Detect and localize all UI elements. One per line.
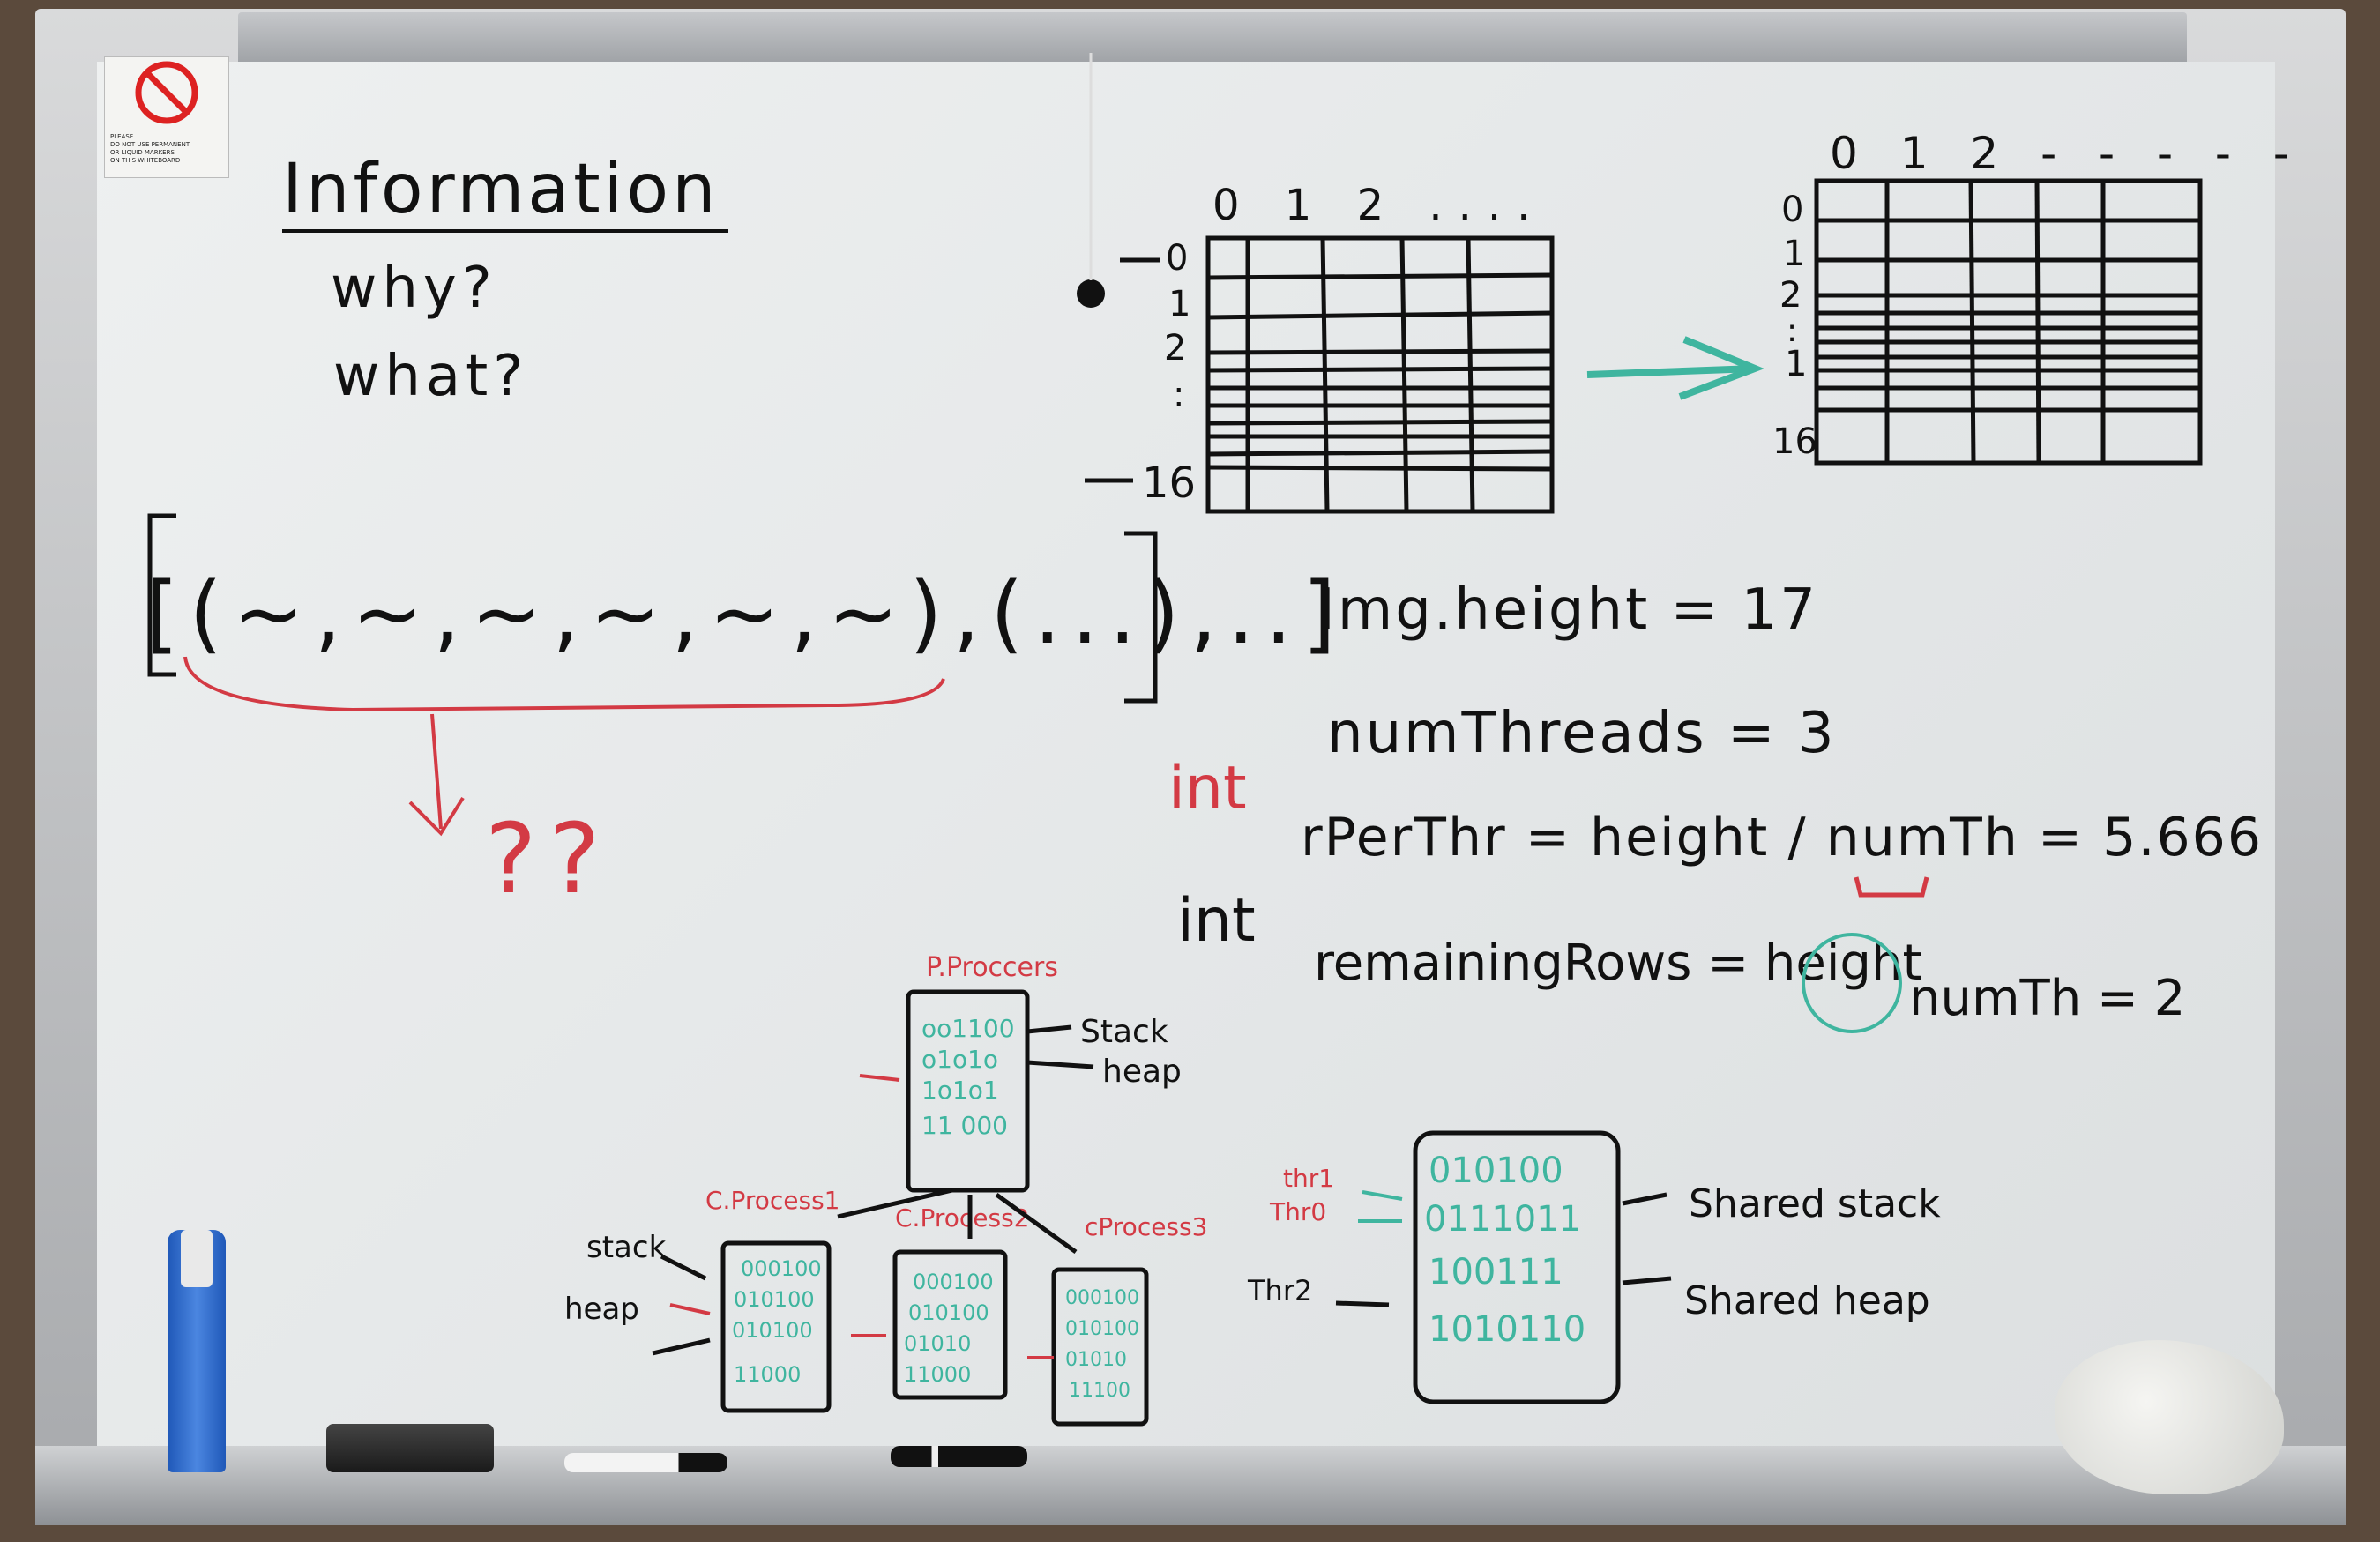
child-heap-label: heap xyxy=(564,1292,639,1327)
eq-img-height: Img.height = 17 xyxy=(1318,577,1818,643)
no-pen-icon xyxy=(135,61,198,124)
tuple-array-row: [(~,~,~,~,~,~),(...),..] xyxy=(145,564,1347,663)
teal-arrow xyxy=(1586,336,1764,400)
child-3-label: cProcess3 xyxy=(1085,1212,1208,1241)
shared-stack-label: Shared stack xyxy=(1689,1181,1941,1226)
right-grid-row-2: 2 xyxy=(1779,275,1802,316)
modulo-circle xyxy=(1802,933,1902,1033)
thread-thr2-label: Thr2 xyxy=(1248,1274,1313,1307)
thread-bits-2: 100111 xyxy=(1429,1252,1563,1292)
thread-bits-3: 1010110 xyxy=(1429,1309,1586,1350)
left-grid-row-0: 0 xyxy=(1166,238,1189,279)
child-1-bits-2: 010100 xyxy=(732,1318,813,1343)
child-2-bits-1: 010100 xyxy=(908,1300,989,1325)
eq-rperthr: rPerThr = height / numTh = 5.666 xyxy=(1301,807,2264,868)
child-1-label: C.Process1 xyxy=(705,1186,840,1215)
title-information: Information xyxy=(282,150,728,233)
child-1-bits-1: 010100 xyxy=(734,1287,815,1312)
magnet-icon xyxy=(1077,279,1105,308)
left-grid-row-1: 1 xyxy=(1168,284,1191,324)
sticker-line-2: DO NOT USE PERMANENT xyxy=(110,141,190,148)
parent-bits-2: 1o1o1 xyxy=(921,1076,999,1105)
cloth-rag xyxy=(2055,1340,2284,1494)
tuple-brackets xyxy=(147,513,1158,704)
question-why: why? xyxy=(331,256,497,321)
red-arrows xyxy=(669,1074,1054,1359)
spray-nozzle xyxy=(181,1230,213,1287)
red-underline xyxy=(1854,876,1929,898)
eraser xyxy=(326,1424,494,1472)
question-what: what? xyxy=(333,344,529,409)
teal-thread-arrows xyxy=(1358,1190,1403,1223)
sticker-text: PLEASE DO NOT USE PERMANENT OR LIQUID MA… xyxy=(105,131,228,167)
child-3-bits-1: 010100 xyxy=(1065,1318,1139,1340)
sticker-line-3: OR LIQUID MARKERS xyxy=(110,149,175,156)
child-2-label: C.Process2 xyxy=(895,1203,1030,1233)
left-grid-row-dots: : xyxy=(1173,375,1185,415)
child-3-bits-3: 11100 xyxy=(1069,1380,1130,1402)
thread-bits-1: 0111011 xyxy=(1424,1199,1582,1240)
eq-int-keyword-1: int xyxy=(1168,754,1247,823)
parent-bits-3: 11 000 xyxy=(921,1111,1008,1140)
process-boxes xyxy=(652,989,1672,1427)
question-marks: ?? xyxy=(485,802,613,915)
thread-thr1-label: thr1 xyxy=(1283,1164,1335,1193)
no-marker-sticker: PLEASE DO NOT USE PERMANENT OR LIQUID MA… xyxy=(104,56,229,178)
thread-bits-0: 010100 xyxy=(1429,1151,1563,1191)
right-grid-row-1b: 1 xyxy=(1785,344,1808,384)
sticker-line-4: ON THIS WHITEBOARD xyxy=(110,157,181,164)
child-3-bits-2: 01010 xyxy=(1065,1349,1127,1371)
child-stack-label: stack xyxy=(586,1230,667,1265)
eq-int-keyword-2: int xyxy=(1177,886,1256,956)
left-grid xyxy=(1085,235,1555,514)
whiteboard-surface xyxy=(97,62,2275,1446)
thread-thr0-label: Thr0 xyxy=(1270,1197,1327,1226)
right-grid-row-1: 1 xyxy=(1783,234,1806,274)
right-grid-row-dots: : xyxy=(1787,313,1798,349)
child-2-bits-3: 11000 xyxy=(904,1362,972,1387)
child-1-bits-0: 000100 xyxy=(741,1256,822,1281)
tuple-brace xyxy=(183,656,945,837)
right-grid-row-16: 16 xyxy=(1772,421,1817,462)
parent-bits-0: oo1100 xyxy=(921,1014,1015,1043)
left-grid-row-2: 2 xyxy=(1164,328,1187,369)
child-2-bits-0: 000100 xyxy=(913,1270,994,1294)
right-grid xyxy=(1814,178,2203,466)
child-3-bits-0: 000100 xyxy=(1065,1287,1139,1309)
marker-1 xyxy=(564,1453,727,1472)
left-grid-col-labels: 0 1 2 .... xyxy=(1212,181,1547,230)
marker-2 xyxy=(891,1446,1027,1467)
child-1-bits-3: 11000 xyxy=(734,1362,802,1387)
child-2-bits-2: 01010 xyxy=(904,1331,972,1356)
eq-num-threads: numThreads = 3 xyxy=(1327,701,1837,766)
right-grid-row-0: 0 xyxy=(1781,190,1804,230)
map-rail xyxy=(238,12,2187,65)
eq-remaining-tail: numTh = 2 xyxy=(1909,970,2186,1027)
parent-bits-1: o1o1o xyxy=(921,1045,999,1074)
parent-process-label: P.Proccers xyxy=(926,952,1058,983)
left-grid-row-16: 16 xyxy=(1142,458,1197,508)
parent-stack-label: Stack xyxy=(1080,1014,1168,1050)
right-grid-col-labels: 0 1 2 - - - - - xyxy=(1830,128,2303,179)
shared-heap-label: Shared heap xyxy=(1684,1278,1930,1323)
sticker-line-1: PLEASE xyxy=(110,133,134,140)
parent-heap-label: heap xyxy=(1102,1054,1182,1090)
